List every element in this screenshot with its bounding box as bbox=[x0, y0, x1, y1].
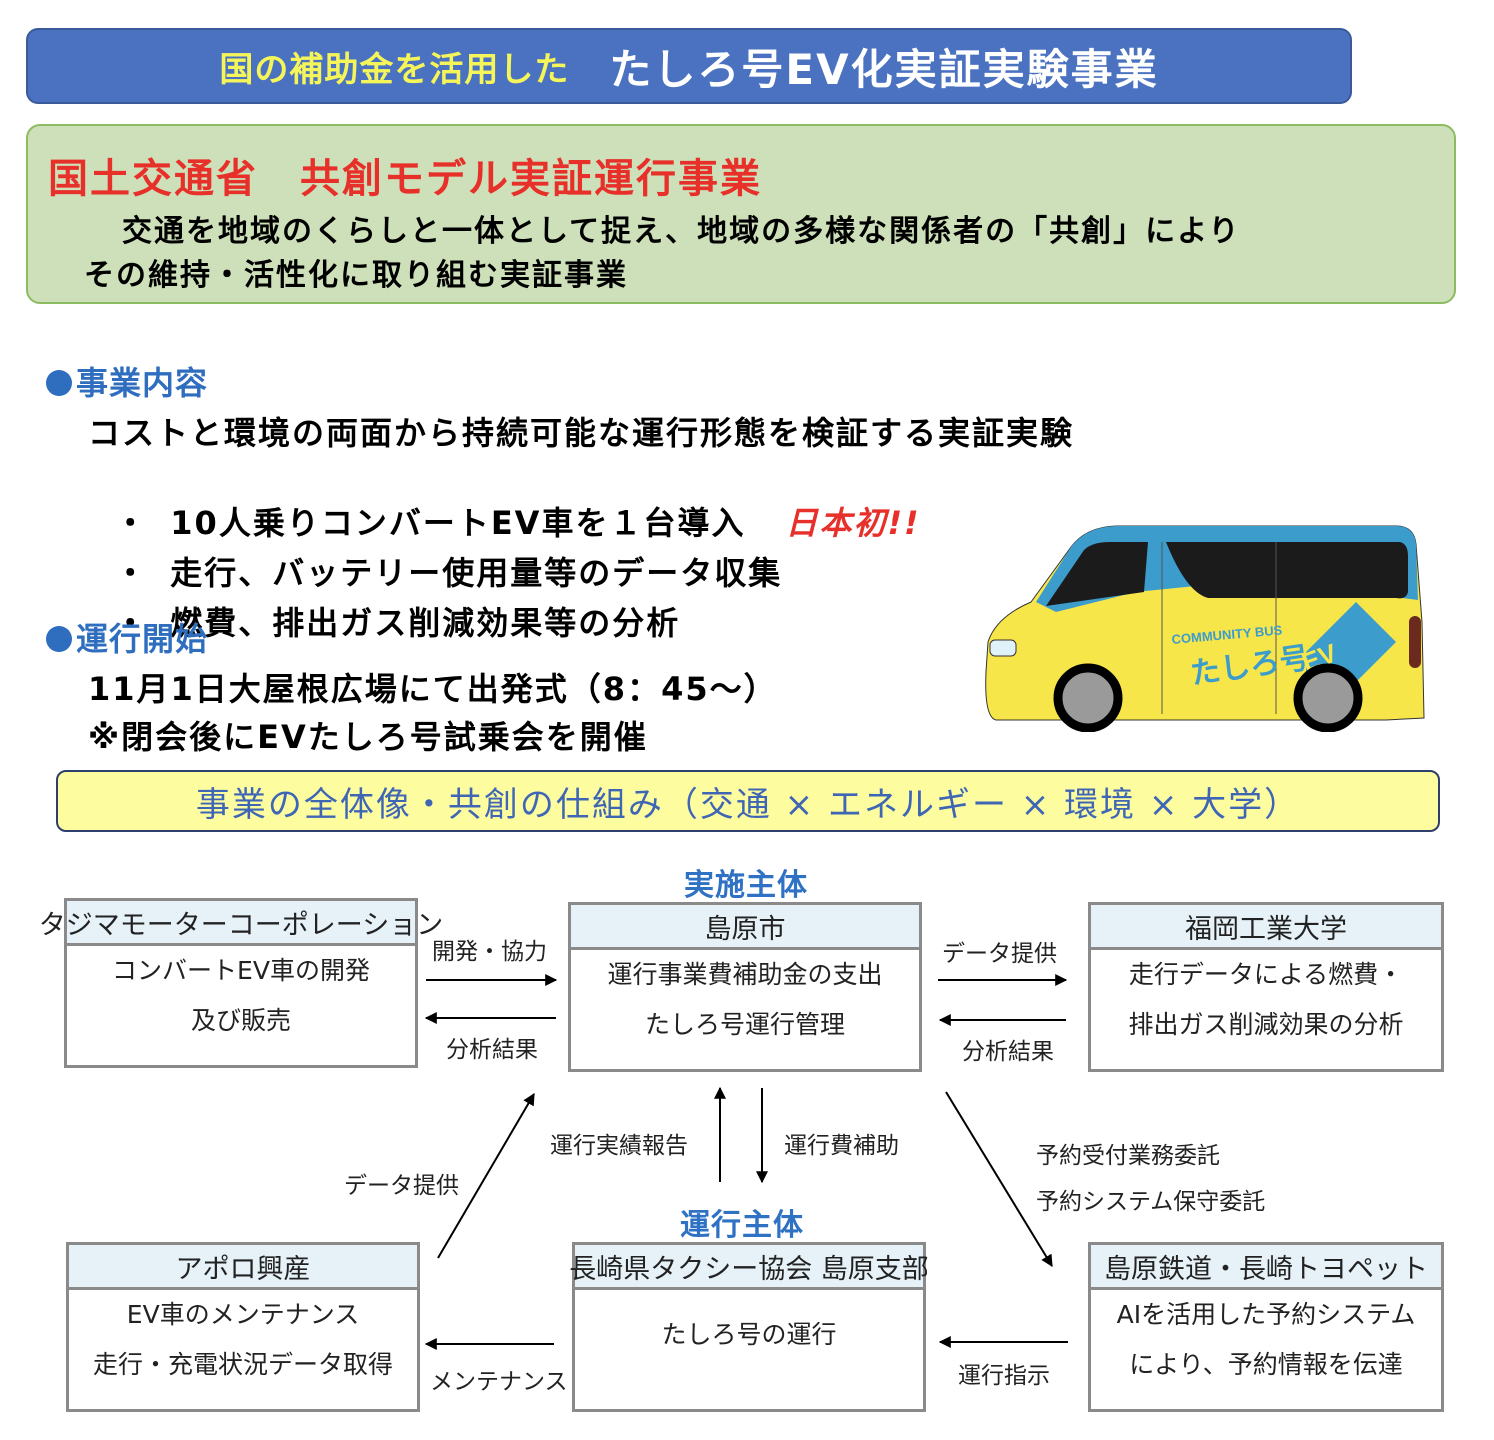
org-role-line: たしろ号の運行 bbox=[661, 1320, 837, 1349]
business-item: ・燃費、排出ガス削減効果等の分析 bbox=[88, 560, 680, 644]
business-item-text: 10人乗りコンバートEV車を１台導入 bbox=[170, 504, 746, 542]
mlit-program-title: 国土交通省 共創モデル実証運行事業 bbox=[48, 156, 762, 202]
org-role-line: 運行事業費補助金の支出 bbox=[607, 960, 883, 989]
scheme-title: 事業の全体像・共創の仕組み（交通 × エネルギー × 環境 × 大学） bbox=[195, 784, 1301, 825]
flow-label-data-provide-right: データ提供 bbox=[942, 941, 1057, 967]
bullet-symbol: ・ bbox=[114, 504, 149, 542]
mlit-program-box: 国土交通省 共創モデル実証運行事業 交通を地域のくらしと一体として捉え、地域の多… bbox=[26, 124, 1456, 304]
business-summary: コストと環境の両面から持続可能な運行形態を検証する実証実験 bbox=[88, 414, 1075, 452]
flow-label-apollo-data: データ提供 bbox=[344, 1173, 459, 1199]
bus-front-wheel bbox=[1053, 663, 1123, 732]
org-role-line: 走行データによる燃費・ bbox=[1128, 960, 1404, 989]
flow-label-analysis-right: 分析結果 bbox=[962, 1039, 1054, 1065]
title-prefix: 国の補助金を活用した bbox=[219, 49, 570, 90]
org-name: 島原市 bbox=[571, 905, 919, 950]
bus-windshield bbox=[1046, 542, 1148, 606]
org-role-line: により、予約情報を伝達 bbox=[1129, 1350, 1403, 1379]
business-item-text: 燃費、排出ガス削減効果等の分析 bbox=[170, 604, 681, 642]
operation-ceremony: 11月1日大屋根広場にて出発式（8：45〜） bbox=[88, 670, 778, 708]
org-role-line: AIを活用した予約システム bbox=[1116, 1300, 1416, 1329]
org-box-taxi-association: 長崎県タクシー協会 島原支部 たしろ号の運行 bbox=[569, 1242, 929, 1412]
operation-heading-text: 運行開始 bbox=[76, 620, 209, 658]
scheme-banner: 事業の全体像・共創の仕組み（交通 × エネルギー × 環境 × 大学） bbox=[56, 770, 1440, 832]
bullet-symbol: ・ bbox=[114, 604, 149, 642]
org-name: 福岡工業大学 bbox=[1091, 905, 1441, 950]
flow-label-ops-report: 運行実績報告 bbox=[550, 1133, 688, 1159]
business-item: ・ 10人乗りコンバートEV車を１台導入 日本初!! bbox=[88, 460, 921, 544]
org-role-line: 及び販売 bbox=[190, 1006, 291, 1035]
operation-heading: 運行開始 bbox=[46, 614, 208, 660]
org-name: アポロ興産 bbox=[69, 1245, 417, 1290]
operator-label: 運行主体 bbox=[680, 1208, 804, 1243]
org-name: 島原鉄道・長崎トヨペット bbox=[1091, 1245, 1441, 1290]
arrow-apollo-data bbox=[437, 1092, 535, 1259]
org-role-line: 走行・充電状況データ取得 bbox=[92, 1350, 393, 1379]
implementer-label: 実施主体 bbox=[684, 868, 808, 903]
flow-label-reservation-1: 予約受付業務委託 bbox=[1036, 1143, 1220, 1169]
flow-label-dev-coop: 開発・協力 bbox=[432, 939, 547, 965]
bullet-dot-icon bbox=[46, 626, 72, 652]
title-banner: 国の補助金を活用した たしろ号EV化実証実験事業 bbox=[26, 28, 1352, 104]
flow-label-ops-subsidy: 運行費補助 bbox=[784, 1133, 899, 1159]
org-box-tajima: タジマモーターコーポレーション コンバートEV車の開発及び販売 bbox=[39, 898, 443, 1068]
bus-headlight bbox=[989, 639, 1017, 657]
org-name: タジマモーターコーポレーション bbox=[39, 901, 443, 946]
org-name: 長崎県タクシー協会 島原支部 bbox=[569, 1245, 929, 1290]
operation-test-ride: ※閉会後にEVたしろ号試乗会を開催 bbox=[88, 718, 648, 756]
org-box-shimabara-city: 島原市 運行事業費補助金の支出たしろ号運行管理 bbox=[568, 902, 922, 1072]
org-role-line: たしろ号運行管理 bbox=[644, 1010, 845, 1039]
ev-bus-illustration: COMMUNITY BUS たしろ号 EV bbox=[985, 525, 1425, 732]
business-heading-text: 事業内容 bbox=[76, 364, 209, 402]
bullet-dot-icon bbox=[46, 370, 72, 396]
bus-rear-wheel bbox=[1293, 663, 1363, 732]
flow-label-analysis-left: 分析結果 bbox=[446, 1037, 538, 1063]
bus-side-window bbox=[1166, 542, 1408, 599]
flow-label-maintenance: メンテナンス bbox=[430, 1369, 568, 1395]
org-role-line: 排出ガス削減効果の分析 bbox=[1128, 1010, 1404, 1039]
arrow-reservation bbox=[945, 1091, 1053, 1268]
page-title: たしろ号EV化実証実験事業 bbox=[609, 44, 1159, 94]
flow-label-reservation-2: 予約システム保守委託 bbox=[1036, 1189, 1266, 1215]
business-heading: 事業内容 bbox=[46, 358, 208, 404]
bus-taillight bbox=[1409, 616, 1421, 668]
org-role-line: EV車のメンテナンス bbox=[126, 1300, 360, 1329]
org-role-line: コンバートEV車の開発 bbox=[112, 956, 370, 985]
org-box-fit: 福岡工業大学 走行データによる燃費・排出ガス削減効果の分析 bbox=[1088, 902, 1444, 1072]
flow-label-ops-instruction: 運行指示 bbox=[958, 1363, 1050, 1389]
business-item: ・走行、バッテリー使用量等のデータ収集 bbox=[88, 510, 782, 594]
mlit-description-line-1: 交通を地域のくらしと一体として捉え、地域の多様な関係者の「共創」により bbox=[122, 214, 1241, 249]
org-box-railway-toyopet: 島原鉄道・長崎トヨペット AIを活用した予約システムにより、予約情報を伝達 bbox=[1088, 1242, 1444, 1412]
bullet-symbol: ・ bbox=[114, 554, 149, 592]
org-box-apollo: アポロ興産 EV車のメンテナンス走行・充電状況データ取得 bbox=[66, 1242, 420, 1412]
japan-first-badge: 日本初!! bbox=[785, 504, 921, 542]
business-item-text: 走行、バッテリー使用量等のデータ収集 bbox=[170, 554, 783, 592]
mlit-description-line-2: その維持・活性化に取り組む実証事業 bbox=[84, 258, 628, 293]
